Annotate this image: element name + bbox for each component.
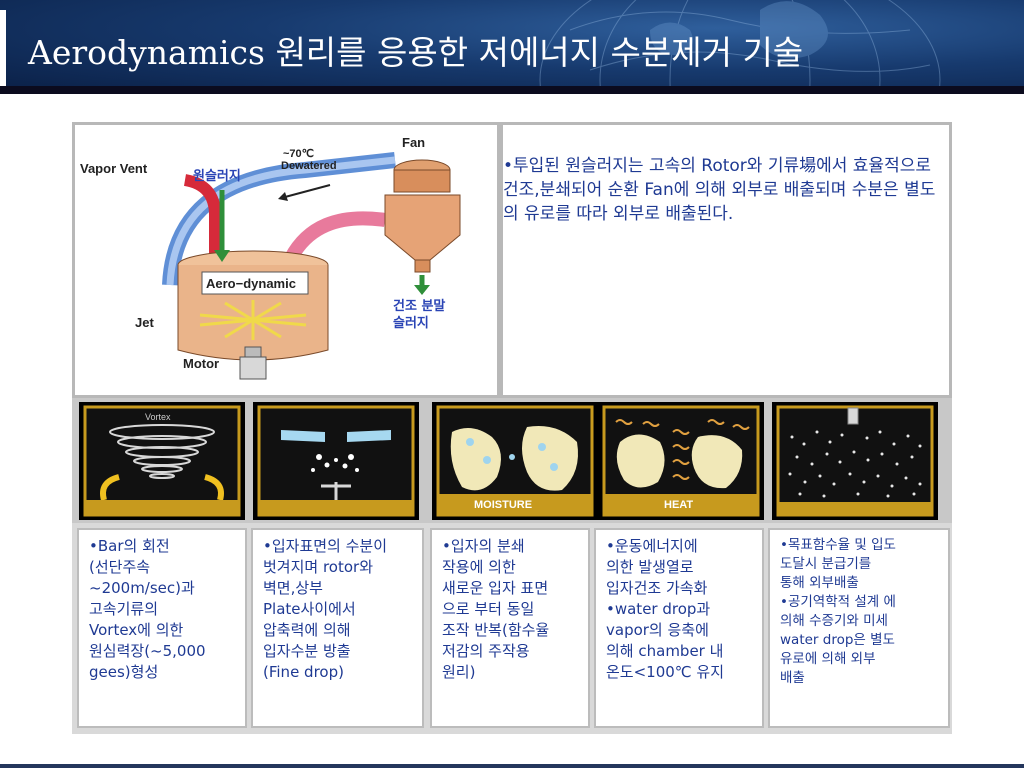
vapor-vent-label: Vapor Vent	[80, 161, 148, 176]
column-moisture: •입자의 분쇄 작용에 의한 새로운 입자 표면 으로 부터 동일 조작 반복(…	[430, 528, 590, 728]
footer-line	[0, 764, 1024, 768]
swirl-arrow-left-icon	[100, 474, 120, 501]
column-discharge: •목표함수율 및 입도 도달시 분급기를 통해 외부배출 •공기역학적 설계 에…	[768, 528, 950, 728]
swirl-arrow-right-icon	[204, 474, 224, 501]
column-vortex: •Bar의 회전 (선단주속 ~200m/sec)과 고속기류의 Vortex에…	[77, 528, 247, 728]
vapor-vent-pipe	[183, 174, 221, 265]
title-bar-underline	[0, 86, 1024, 94]
heat-label: HEAT	[664, 499, 693, 511]
jet-label: Jet	[135, 315, 154, 330]
dry-powder-label-line2: 슬러지	[393, 315, 429, 331]
column-heat: •운동에너지에 의한 발생열로 입자건조 가속화 •water drop과 va…	[594, 528, 764, 728]
return-duct	[283, 211, 386, 264]
globe-background	[539, 0, 941, 94]
heat-panel: HEAT	[598, 402, 764, 520]
vortex-panel: Vortex	[79, 402, 245, 520]
moisture-label: MOISTURE	[474, 499, 532, 511]
dewatered-temp-label: ~70℃	[283, 148, 314, 160]
process-diagram: Fan ~70℃ Dewatered Vapor Vent 원슬러지 Aero−…	[72, 122, 500, 398]
motor-icon	[239, 356, 267, 380]
particle-left-icon	[450, 428, 501, 491]
mechanism-descriptions: •Bar의 회전 (선단주속 ~200m/sec)과 고속기류의 Vortex에…	[72, 524, 952, 734]
raw-sludge-label: 원슬러지	[193, 168, 241, 184]
title-accent	[0, 10, 6, 88]
feed-arrow-icon	[214, 250, 230, 262]
aero-dynamic-label: Aero−dynamic	[206, 276, 296, 291]
description-box	[500, 122, 952, 398]
rotor-icon	[199, 300, 307, 340]
heat-waves-icon	[615, 419, 750, 480]
process-description: •투입된 원슬러지는 고속의 Rotor와 기류場에서 효율적으로 건조,분쇄되…	[503, 156, 936, 224]
vortex-label: Vortex	[145, 412, 171, 422]
dewatered-label: Dewatered	[281, 160, 337, 172]
fine-drop-panel	[253, 402, 419, 520]
motor-label: Motor	[183, 356, 219, 371]
water-drops-icon	[311, 454, 359, 472]
output-arrow-icon	[414, 285, 430, 295]
fan-label: Fan	[402, 135, 425, 150]
particle-right-icon	[522, 426, 578, 491]
slide-title: Aerodynamics 원리를 응용한 저에너지 수분제거 기술	[28, 33, 804, 72]
classifier-icon	[847, 407, 859, 425]
cyclone	[384, 194, 461, 261]
fine-particles-icon	[788, 430, 922, 498]
dry-powder-label-line1: 건조 분말	[393, 298, 445, 314]
title-bar: Aerodynamics 원리를 응용한 저에너지 수분제거 기술	[0, 0, 1024, 94]
discharge-panel	[772, 402, 938, 520]
moisture-panel: MOISTURE	[432, 402, 598, 520]
dryer-diagram: Fan ~70℃ Dewatered Vapor Vent 원슬러지 Aero−…	[80, 135, 461, 380]
column-fine-drop: •입자표면의 수분이 벗겨지며 rotor와 벽면,상부 Plate사이에서 압…	[251, 528, 424, 728]
